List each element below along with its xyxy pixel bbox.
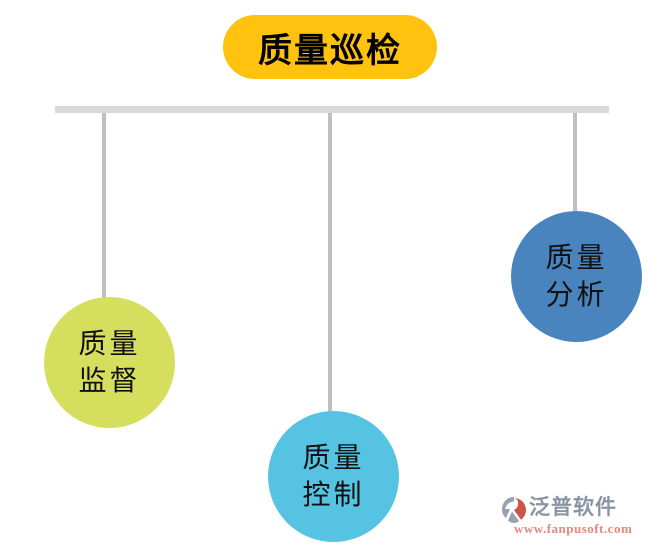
fanpu-logo-icon xyxy=(502,497,526,523)
node-label-line: 质量 xyxy=(78,328,141,360)
node-label-line: 分析 xyxy=(545,279,608,311)
node-quality-control: 质量 控制 xyxy=(268,411,399,542)
connector-horizontal xyxy=(55,106,609,113)
root-node-label: 质量巡检 xyxy=(258,31,402,70)
brand-name: 泛普软件 xyxy=(529,496,617,519)
node-label-line: 质量 xyxy=(302,442,365,474)
connector-vertical-left xyxy=(102,113,106,299)
node-label-line: 控制 xyxy=(302,479,365,511)
connector-vertical-right xyxy=(573,113,577,211)
brand-url: www.fanpusoft.com xyxy=(514,521,633,536)
node-label-line: 质量 xyxy=(545,242,608,274)
connector-vertical-middle xyxy=(328,113,332,412)
brand-watermark: 泛普软件 www.fanpusoft.com xyxy=(500,495,642,537)
node-quality-supervision: 质量 监督 xyxy=(44,297,175,428)
node-quality-analysis: 质量 分析 xyxy=(511,211,642,342)
root-node: 质量巡检 xyxy=(223,15,437,79)
node-label-line: 监督 xyxy=(78,365,141,397)
